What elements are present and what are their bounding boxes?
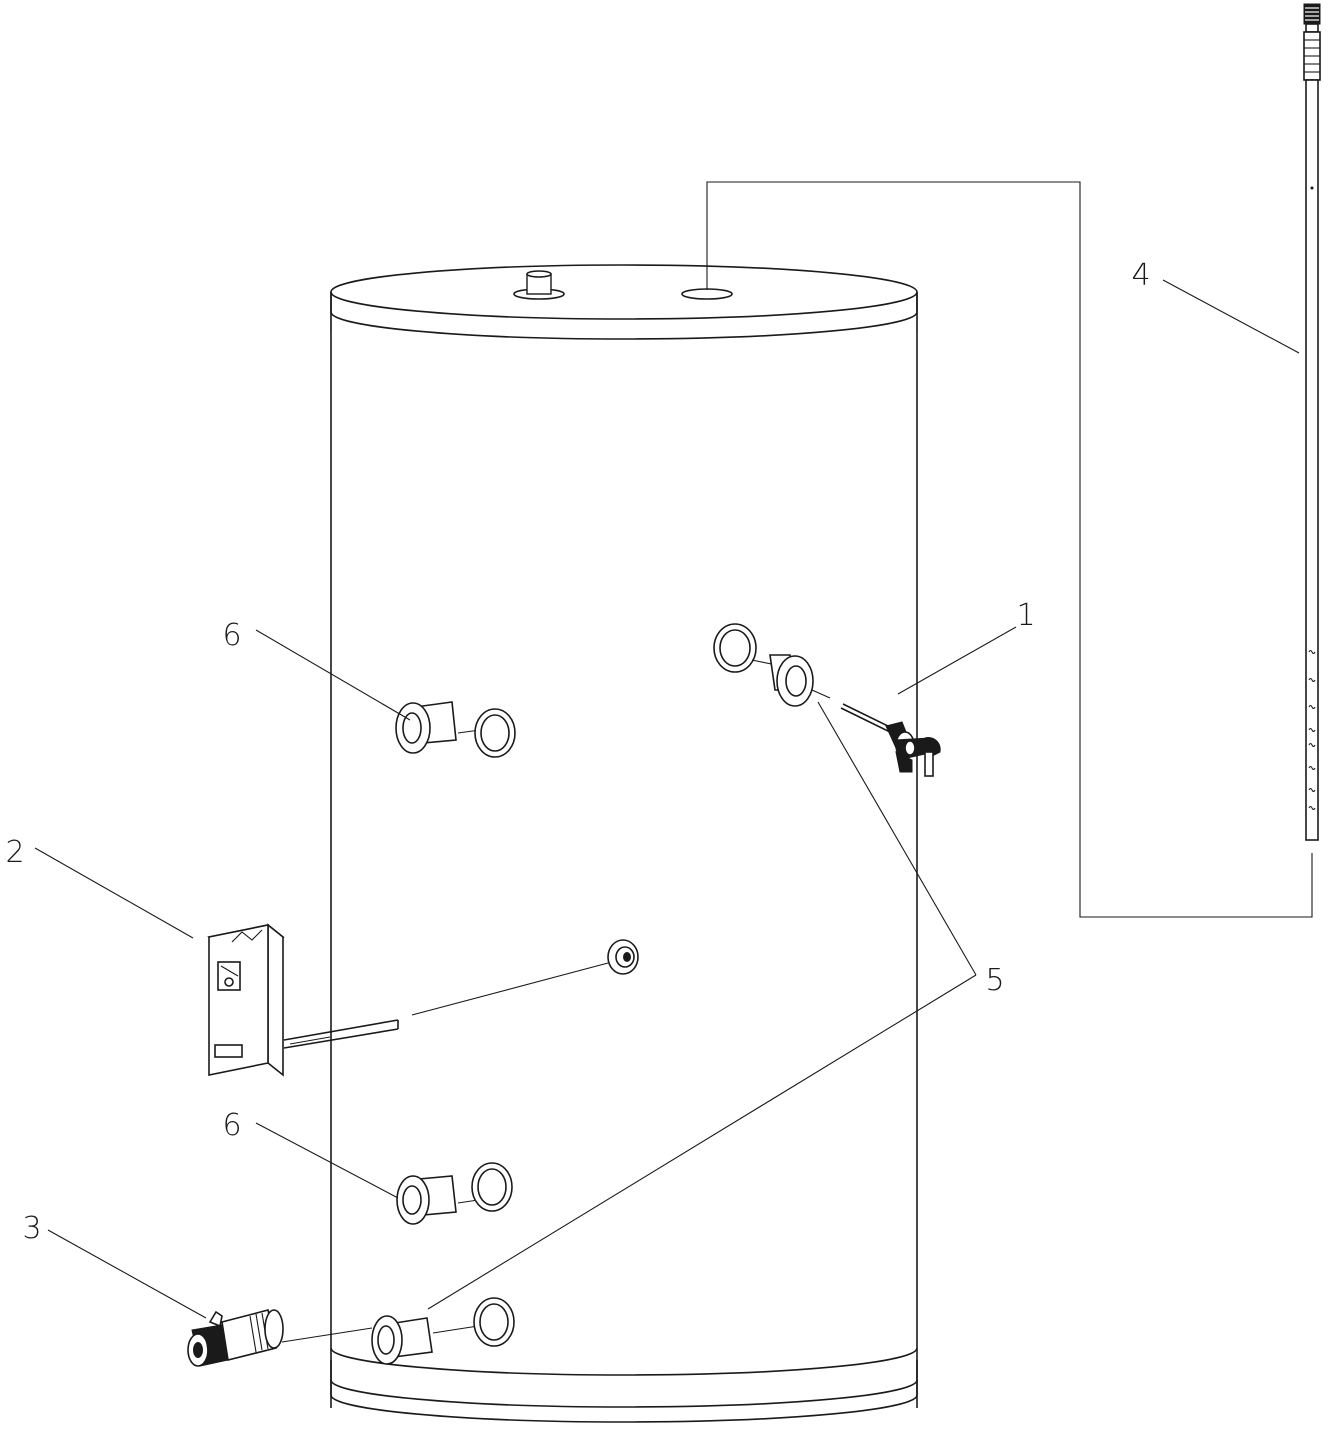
upper-right-boss [769, 654, 814, 707]
callout-6-upper: 6 [222, 618, 241, 653]
anode-leader-line [706, 181, 1313, 918]
upper-left-gasket-ring [474, 708, 516, 758]
drain-cock [187, 1309, 284, 1367]
callout-2: 2 [5, 835, 24, 870]
top-anode-port [681, 288, 733, 300]
leader-lines [34, 279, 1300, 1319]
bottom-boss [371, 1315, 433, 1365]
callout-4: 4 [1131, 258, 1150, 293]
lower-left-boss [396, 1175, 457, 1225]
thermostat-box [207, 923, 285, 1077]
bottom-gasket-ring [473, 1297, 515, 1347]
top-connection-boss [513, 270, 565, 300]
thermostat-probe [283, 1019, 399, 1049]
callout-6-lower: 6 [222, 1108, 241, 1143]
anode-rod [1303, 3, 1321, 841]
cylinder-top-lid [330, 264, 918, 320]
upper-left-boss [395, 701, 457, 754]
callout-1: 1 [1016, 598, 1035, 633]
lower-left-gasket-ring [471, 1162, 513, 1212]
cylinder-body [330, 292, 918, 1423]
upper-right-gasket-ring [713, 623, 757, 673]
callout-5: 5 [985, 963, 1004, 998]
temperature-pressure-valve [840, 703, 941, 777]
sensor-pocket [607, 939, 639, 975]
callout-3: 3 [22, 1211, 41, 1246]
